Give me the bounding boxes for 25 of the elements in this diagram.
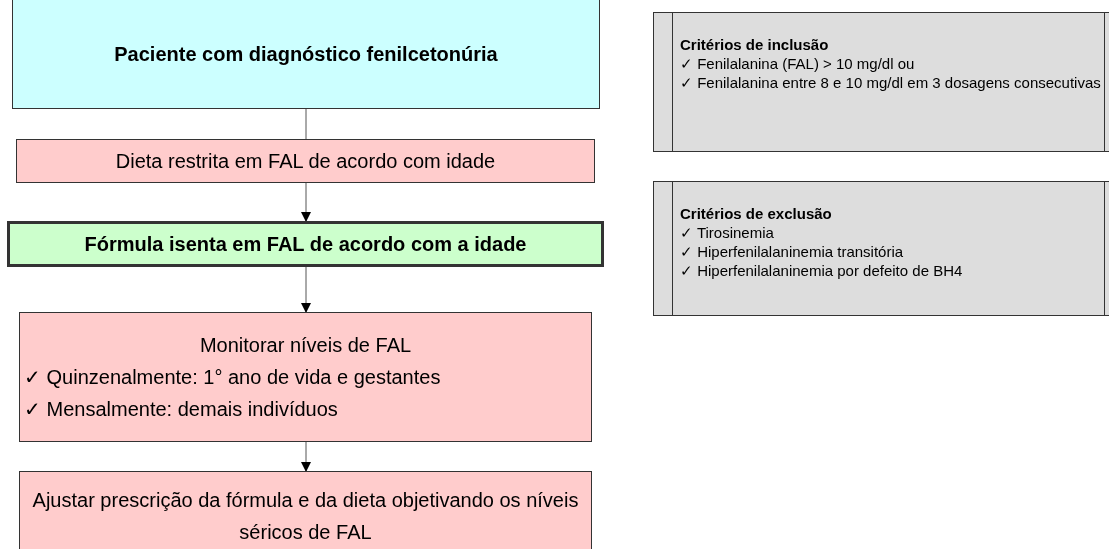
criteria-panel <box>653 12 1109 152</box>
bullet-item: ✓ Mensalmente: demais indivíduos <box>24 397 339 422</box>
arrow <box>301 182 311 222</box>
process-box <box>19 471 592 549</box>
criterion-item: ✓ Hiperfenilalaninemia transitória <box>680 242 905 261</box>
box-label: Fórmula isenta em FAL de acordo com a idade <box>83 232 528 257</box>
box-label: Ajustar prescrição da fórmula e da dieta objetivando os níveis séricos de FAL <box>31 488 580 545</box>
panel-heading: Critérios de inclusão <box>680 35 830 54</box>
box-label: Dieta restrita em FAL de acordo com idade <box>114 149 497 174</box>
box-label: Paciente com diagnóstico fenilcetonúria <box>113 42 499 67</box>
panel-heading: Critérios de exclusão <box>680 204 833 223</box>
criterion-item: ✓ Tirosinemia <box>680 223 775 242</box>
criteria-panel <box>653 181 1109 316</box>
bullet-item: ✓ Quinzenalmente: 1° ano de vida e gestantes <box>24 365 442 390</box>
arrow <box>301 266 311 313</box>
connector-line <box>305 108 307 140</box>
process-box <box>16 139 595 183</box>
criterion-item: ✓ Fenilalanina (FAL) > 10 mg/dl ou <box>680 54 916 73</box>
process-box <box>19 312 592 442</box>
arrow <box>301 441 311 472</box>
criterion-item: ✓ Fenilalanina entre 8 e 10 mg/dl em 3 dosagens consecutivas <box>680 73 1102 92</box>
criterion-item: ✓ Hiperfenilalaninemia por defeito de BH4 <box>680 261 964 280</box>
process-box <box>7 221 604 267</box>
start-box <box>12 0 600 109</box>
box-label: Monitorar níveis de FAL <box>198 333 413 358</box>
